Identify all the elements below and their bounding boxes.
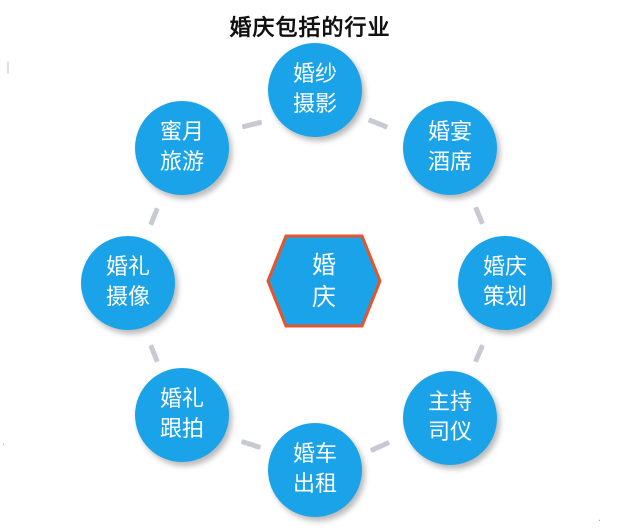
connector (240, 439, 262, 450)
center-hexagon (266, 234, 382, 328)
node-wedding-followup-photo: 婚礼 跟拍 (135, 368, 229, 462)
node-wedding-photography: 婚纱 摄影 (268, 43, 362, 137)
node-wedding-video: 婚礼 摄像 (81, 236, 175, 330)
edge-artifact-top-left: ｜ (2, 61, 15, 75)
node-label-line2: 旅游 (159, 150, 204, 175)
node-honeymoon-travel: 蜜月 旅游 (135, 101, 229, 195)
connector (367, 117, 389, 130)
node-label-line1: 婚礼 (159, 387, 204, 412)
node-label-line2: 跟拍 (159, 417, 204, 442)
node-label-line2: 摄像 (105, 285, 150, 310)
node-wedding-car-rental: 婚车 出租 (268, 423, 362, 517)
connector (473, 344, 485, 363)
node-host-mc: 主持 司仪 (403, 371, 497, 465)
connector (241, 119, 263, 130)
node-wedding-banquet: 婚宴 酒席 (403, 101, 497, 195)
edge-artifact-bottom-right: · (598, 516, 602, 527)
node-label-line1: 婚纱 (292, 62, 337, 87)
node-label-line2: 司仪 (427, 420, 472, 445)
node-label-line2: 酒席 (427, 150, 472, 175)
center-label-line1: 婚 (312, 251, 336, 279)
node-label-line2: 策划 (482, 285, 527, 310)
connector (369, 440, 391, 453)
connector (148, 344, 160, 363)
node-wedding-planning: 婚庆 策划 (458, 236, 552, 330)
node-label-line1: 婚宴 (427, 120, 472, 145)
edge-artifact-bottom-left: · (2, 440, 6, 451)
node-label-line1: 蜜月 (159, 120, 204, 145)
node-label-line1: 主持 (427, 390, 472, 415)
node-label-line1: 婚礼 (105, 255, 150, 280)
connector (473, 206, 485, 225)
node-label-line1: 婚车 (292, 442, 337, 467)
center-label-line2: 庆 (312, 283, 336, 311)
node-label-line2: 出租 (292, 472, 337, 497)
node-label-line1: 婚庆 (482, 255, 527, 280)
node-label-line2: 摄影 (292, 92, 337, 117)
center-label: 婚 庆 (266, 234, 382, 328)
connector (148, 207, 160, 226)
diagram-title: 婚庆包括的行业 (229, 16, 391, 41)
